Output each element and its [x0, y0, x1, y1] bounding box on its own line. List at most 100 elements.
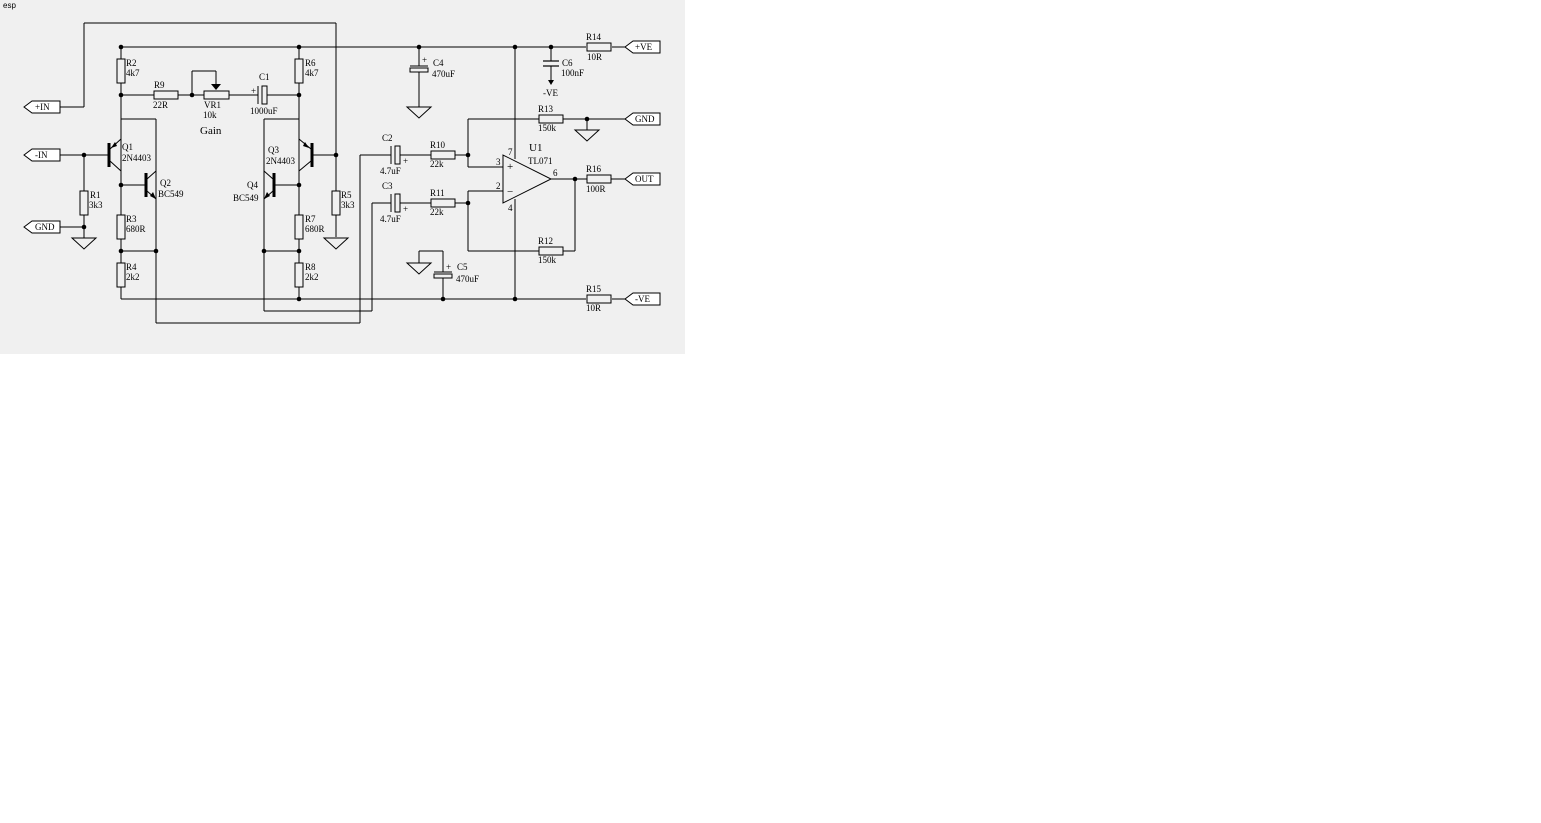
capacitor-c6	[543, 60, 559, 85]
capacitor-c1	[252, 85, 273, 105]
r8-ref: R8	[305, 262, 316, 272]
r10-value: 22k	[430, 159, 444, 169]
port-label-pos-ve: +VE	[635, 42, 653, 52]
c4-ref: C4	[433, 58, 444, 68]
r15-ref: R15	[586, 284, 602, 294]
r4-value: 2k2	[126, 272, 140, 282]
port-label-pos-in: +IN	[35, 102, 50, 112]
ground-icon-c4	[405, 106, 433, 119]
c3-value: 4.7uF	[380, 214, 401, 224]
r16-ref: R16	[586, 164, 602, 174]
ground-icon-r13	[573, 129, 601, 142]
c5-ref: C5	[457, 262, 468, 272]
c6-ref: C6	[562, 58, 573, 68]
port-pos-in	[23, 100, 61, 114]
q4-value: BC549	[233, 193, 259, 203]
resistor-r11	[430, 198, 456, 208]
resistor-r7	[294, 214, 304, 240]
opamp-pin-4: 4	[508, 203, 513, 213]
r2-ref: R2	[126, 58, 137, 68]
port-neg-ve	[624, 292, 661, 306]
r1-value: 3k3	[89, 200, 103, 210]
r3-value: 680R	[126, 224, 146, 234]
u1-value: TL071	[528, 156, 553, 166]
port-label-gnd-out: GND	[635, 114, 655, 124]
resistor-r8	[294, 262, 304, 288]
r5-ref: R5	[341, 190, 352, 200]
c1-ref: C1	[259, 72, 270, 82]
c4-plus: +	[422, 55, 427, 65]
opamp-pin-3: 3	[496, 157, 501, 167]
ground-icon-r1	[70, 237, 98, 250]
opamp-pin-2: 2	[496, 181, 501, 191]
r14-value: 10R	[587, 52, 602, 62]
ground-icon-c5	[405, 262, 433, 275]
q4-ref: Q4	[247, 180, 258, 190]
r14-ref: R14	[586, 32, 602, 42]
c1-value: 1000uF	[250, 106, 278, 116]
port-label-gnd-in: GND	[35, 222, 55, 232]
resistor-r13	[538, 114, 564, 124]
r2-value: 4k7	[126, 68, 140, 78]
opamp-minus-sign: −	[507, 186, 513, 198]
vr1-ref: VR1	[204, 100, 221, 110]
resistor-r2	[116, 58, 126, 84]
r8-value: 2k2	[305, 272, 319, 282]
resistor-r14	[586, 42, 612, 52]
q1-ref: Q1	[122, 142, 133, 152]
labels: +IN -IN GND +VE GND OUT -VE R2 4k7 R9 22…	[35, 32, 655, 313]
port-label-neg-ve: -VE	[635, 294, 650, 304]
c5-value: 470uF	[456, 274, 479, 284]
port-label-neg-in: -IN	[35, 150, 48, 160]
c3-plus: +	[403, 204, 408, 214]
r11-value: 22k	[430, 207, 444, 217]
q2-value: BC549	[158, 189, 184, 199]
transistor-q4	[263, 170, 276, 200]
transistor-q2	[144, 170, 157, 200]
q2-ref: Q2	[160, 178, 171, 188]
port-gnd-in	[23, 220, 61, 234]
r1-ref: R1	[90, 190, 101, 200]
capacitor-c2	[390, 145, 402, 165]
q1-value: 2N4403	[122, 153, 151, 163]
capacitor-c5	[433, 271, 453, 279]
resistor-r15	[586, 294, 612, 304]
potentiometer-vr1	[203, 90, 230, 100]
resistor-r16	[586, 174, 612, 184]
r10-ref: R10	[430, 140, 446, 150]
r5-value: 3k3	[341, 200, 355, 210]
port-label-out: OUT	[635, 174, 654, 184]
resistor-r9	[153, 90, 179, 100]
r3-ref: R3	[126, 214, 137, 224]
c2-value: 4.7uF	[380, 166, 401, 176]
opamp-plus-sign: +	[507, 161, 513, 173]
port-neg-in	[23, 148, 61, 162]
u1-ref: U1	[529, 142, 542, 154]
transistor-q1	[107, 119, 122, 185]
wires	[60, 22, 625, 324]
resistor-r1	[79, 190, 89, 216]
opamp-u1	[502, 154, 553, 204]
port-gnd-out	[624, 112, 661, 126]
r15-value: 10R	[586, 303, 601, 313]
resistor-r6	[294, 58, 304, 84]
schematic-panel: esp	[0, 0, 685, 354]
c4-value: 470uF	[432, 69, 455, 79]
capacitor-c3	[390, 193, 402, 213]
opamp-pin-6: 6	[553, 168, 558, 178]
ground-icon-r5	[322, 237, 350, 250]
c6-rail: -VE	[543, 88, 558, 98]
c5-plus: +	[446, 262, 451, 272]
junctions	[81, 44, 590, 302]
resistor-r12	[538, 246, 564, 256]
resistor-r3	[116, 214, 126, 240]
r12-value: 150k	[538, 255, 557, 265]
opamp-pin-7: 7	[508, 147, 513, 157]
r13-value: 150k	[538, 123, 557, 133]
r11-ref: R11	[430, 188, 445, 198]
q3-value: 2N4403	[266, 156, 295, 166]
c2-plus: +	[403, 156, 408, 166]
wiper-arrow-icon	[211, 84, 221, 90]
r6-ref: R6	[305, 58, 316, 68]
r16-value: 100R	[586, 184, 606, 194]
